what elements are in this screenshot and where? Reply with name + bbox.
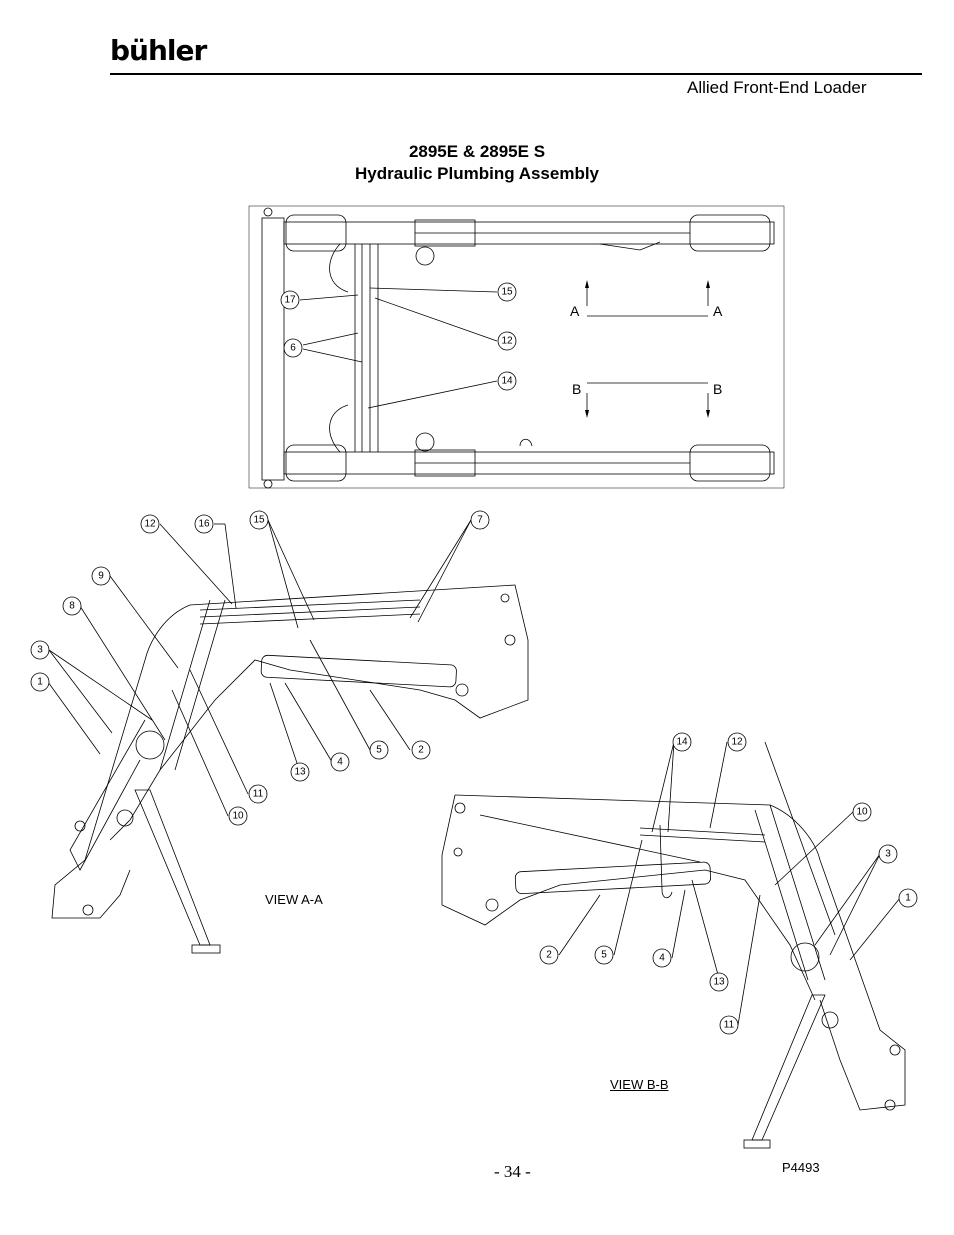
- svg-text:14: 14: [676, 737, 688, 748]
- page-number: - 34 -: [494, 1162, 531, 1181]
- svg-text:16: 16: [198, 519, 210, 530]
- svg-text:3: 3: [885, 849, 891, 860]
- svg-text:12: 12: [501, 336, 513, 347]
- view-a-label: VIEW A-A: [265, 892, 323, 907]
- callout-5: 5: [369, 740, 389, 760]
- top-view-callouts: 17 15 6 12 14: [280, 282, 517, 391]
- svg-text:10: 10: [856, 807, 868, 818]
- svg-text:17: 17: [284, 295, 296, 306]
- callout-9: 9: [91, 566, 111, 586]
- callout-12: 12: [140, 514, 160, 534]
- svg-text:11: 11: [724, 1020, 735, 1031]
- section-b-left-label: B: [572, 381, 581, 397]
- svg-text:2: 2: [546, 950, 552, 961]
- svg-text:15: 15: [501, 287, 513, 298]
- view-b-drawing: [441, 741, 906, 1149]
- view-a-leaders: [47, 519, 472, 817]
- svg-text:13: 13: [294, 767, 306, 778]
- section-a-left-label: A: [570, 303, 580, 319]
- section-marks: A A B B: [570, 280, 723, 418]
- document-subtitle: Allied Front-End Loader: [687, 78, 867, 97]
- callout-15: 15: [249, 510, 269, 530]
- svg-text:5: 5: [376, 745, 382, 756]
- svg-text:15: 15: [253, 515, 265, 526]
- section-a-right-label: A: [713, 303, 723, 319]
- section-b-right-label: B: [713, 381, 722, 397]
- callout-13: 13: [709, 972, 729, 992]
- view-b-leaders: [558, 741, 901, 1026]
- svg-text:11: 11: [253, 789, 264, 800]
- callout-13: 13: [290, 762, 310, 782]
- callout-12: 12: [727, 732, 747, 752]
- top-view-drawing: [248, 205, 785, 489]
- callout-6: 6: [283, 338, 303, 358]
- svg-text:14: 14: [501, 376, 513, 387]
- svg-text:2: 2: [418, 745, 424, 756]
- callout-1: 1: [898, 888, 918, 908]
- svg-text:10: 10: [232, 811, 244, 822]
- callout-3: 3: [878, 844, 898, 864]
- svg-text:4: 4: [659, 953, 665, 964]
- page-title-line1: 2895E & 2895E S: [408, 142, 546, 161]
- view-a-drawing: [51, 584, 529, 954]
- callout-15: 15: [497, 282, 517, 302]
- svg-text:6: 6: [290, 343, 296, 354]
- drawing-code: P4493: [782, 1160, 820, 1175]
- svg-text:1: 1: [37, 677, 43, 688]
- view-b-callouts: 14 12 10 3 1 2 5 4 13 11: [539, 732, 918, 1035]
- callout-11: 11: [248, 784, 268, 804]
- view-b-label: VIEW B-B: [610, 1077, 669, 1092]
- callout-4: 4: [652, 948, 672, 968]
- svg-text:4: 4: [337, 757, 343, 768]
- svg-text:13: 13: [713, 977, 725, 988]
- svg-text:12: 12: [731, 737, 743, 748]
- svg-text:12: 12: [144, 519, 156, 530]
- svg-text:7: 7: [477, 515, 483, 526]
- callout-8: 8: [62, 596, 82, 616]
- callout-12: 12: [497, 331, 517, 351]
- svg-text:5: 5: [601, 950, 607, 961]
- callout-14: 14: [672, 732, 692, 752]
- svg-text:3: 3: [37, 645, 43, 656]
- callout-5: 5: [594, 945, 614, 965]
- callout-7: 7: [470, 510, 490, 530]
- top-view-leaders: [299, 287, 498, 409]
- svg-text:9: 9: [98, 571, 104, 582]
- callout-4: 4: [330, 752, 350, 772]
- callout-3: 3: [30, 640, 50, 660]
- buhler-logo: bühler: [110, 34, 207, 67]
- page-title-line2: Hydraulic Plumbing Assembly: [354, 164, 600, 183]
- callout-10: 10: [228, 806, 248, 826]
- callout-1: 1: [30, 672, 50, 692]
- view-a-callouts: 12 16 15 7 9 8 3 1 4 5 2 13 11 10: [30, 510, 490, 826]
- callout-2: 2: [411, 740, 431, 760]
- svg-text:1: 1: [905, 893, 911, 904]
- callout-2: 2: [539, 945, 559, 965]
- header-rule: [110, 73, 922, 75]
- callout-10: 10: [852, 802, 872, 822]
- svg-text:8: 8: [69, 601, 75, 612]
- callout-14: 14: [497, 371, 517, 391]
- callout-16: 16: [194, 514, 214, 534]
- callout-11: 11: [719, 1015, 739, 1035]
- callout-17: 17: [280, 290, 300, 310]
